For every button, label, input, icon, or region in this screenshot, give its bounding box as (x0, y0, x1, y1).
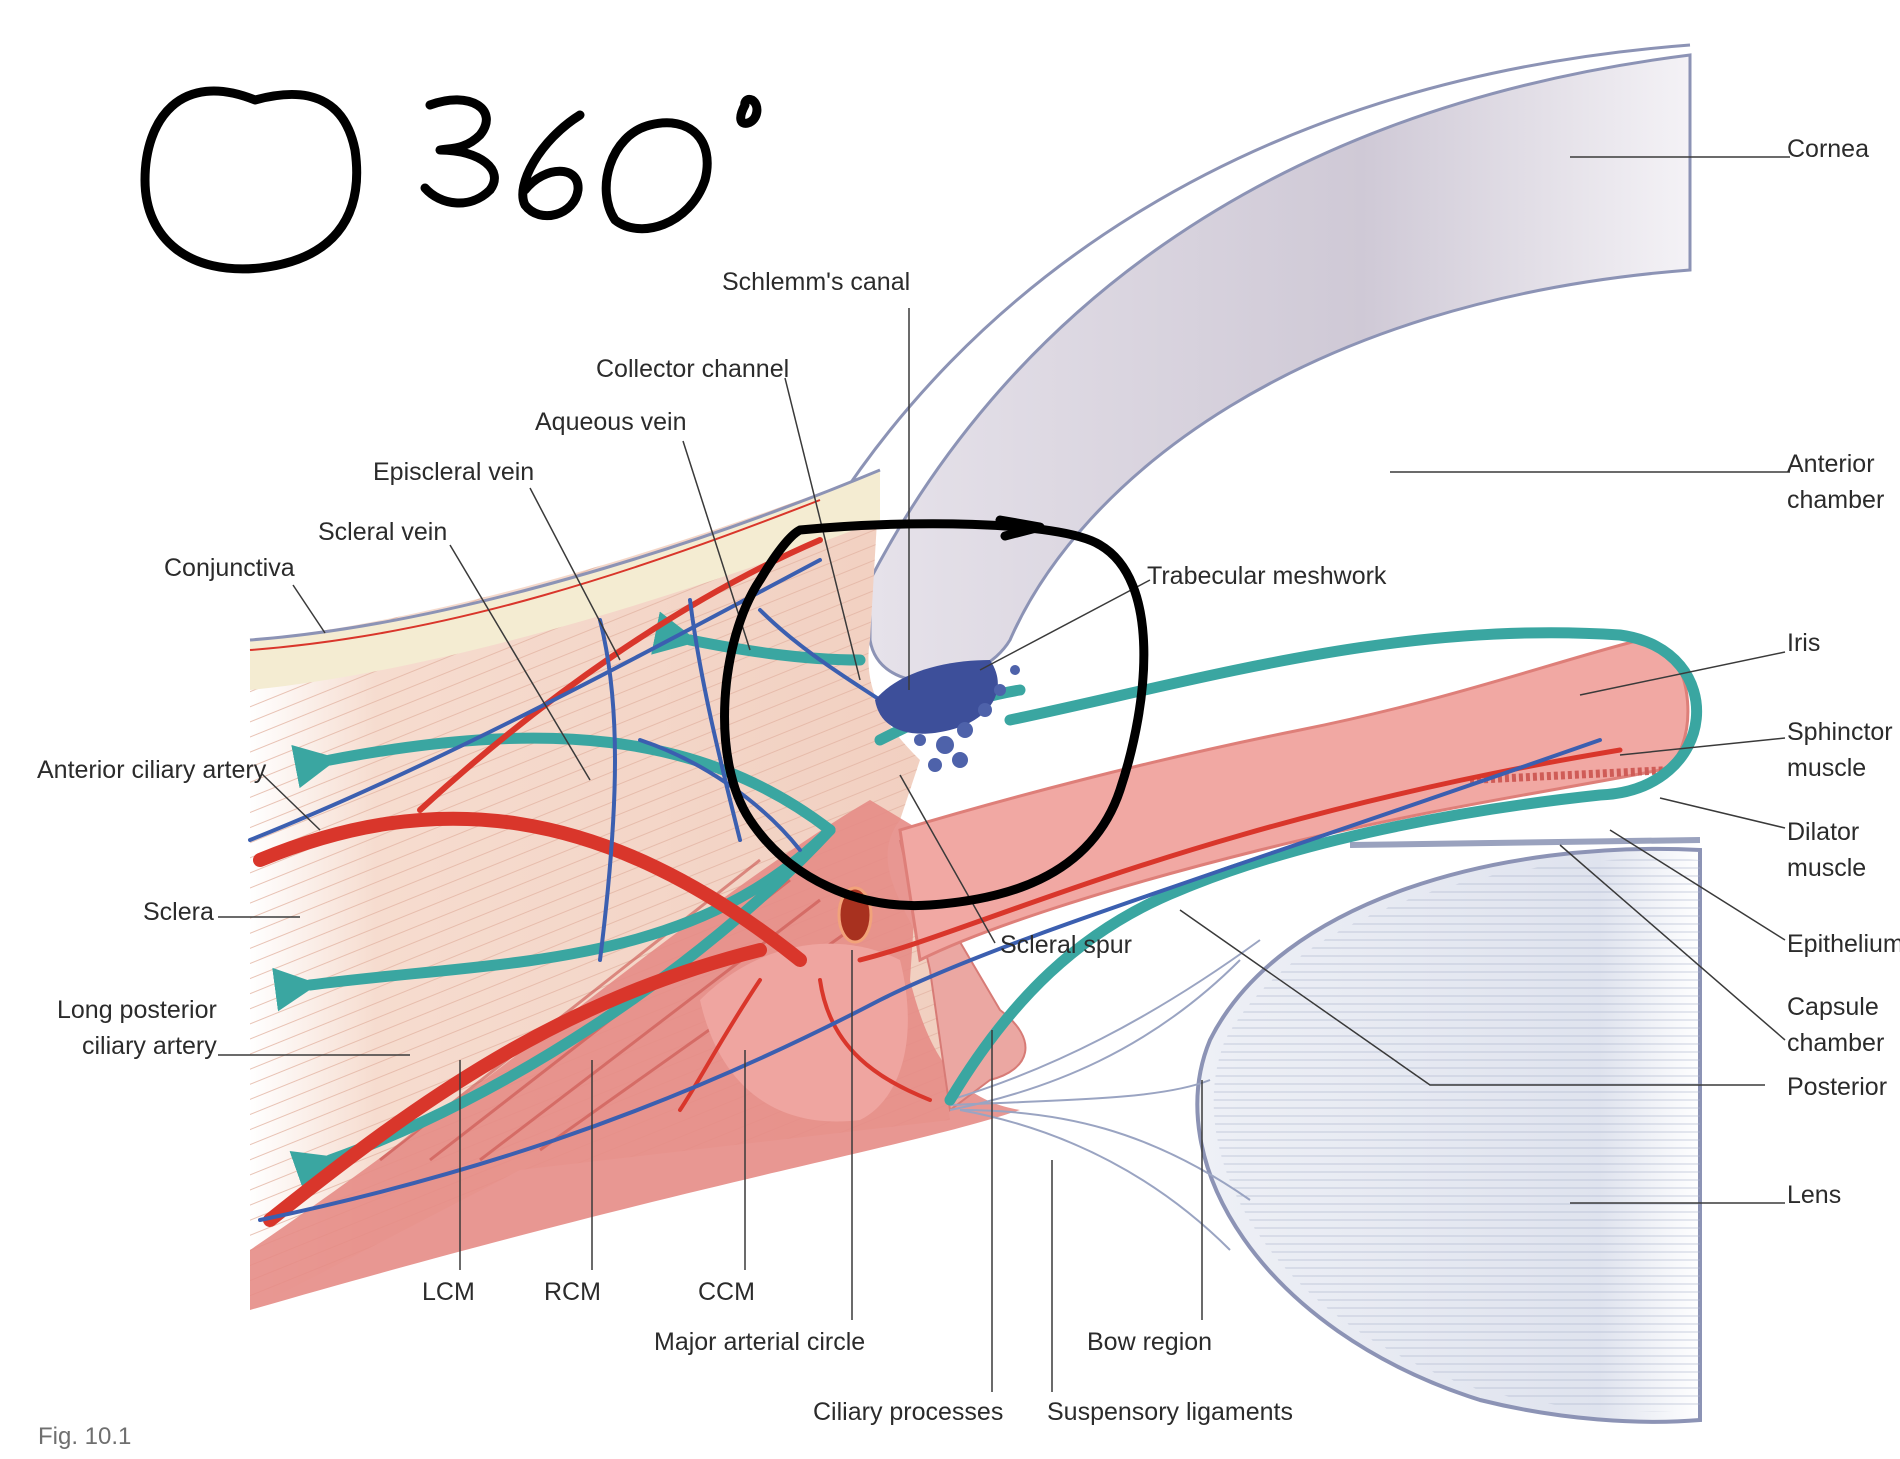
label-ciliary-processes: Ciliary processes (813, 1398, 1003, 1426)
label-cornea: Cornea (1787, 135, 1869, 163)
label-dilator-muscle-2: muscle (1787, 854, 1866, 882)
label-suspensory-ligaments: Suspensory ligaments (1047, 1398, 1293, 1426)
hand-drawn-degree-mark (736, 95, 762, 128)
label-long-posterior-ciliary-artery-1: Long posterior (57, 996, 217, 1024)
label-long-posterior-ciliary-artery-2: ciliary artery (82, 1032, 217, 1060)
label-collector-channel: Collector channel (596, 355, 789, 383)
label-schlemms-canal: Schlemm's canal (722, 268, 910, 296)
handwritten-annotations (140, 86, 1149, 911)
leader-lines (218, 156, 1790, 1392)
label-episcleral-vein: Episcleral vein (373, 458, 534, 486)
label-iris: Iris (1787, 629, 1820, 657)
label-major-arterial-circle: Major arterial circle (654, 1328, 865, 1356)
arteries (253, 537, 1623, 1227)
label-sphinctor-muscle-2: muscle (1787, 754, 1866, 782)
label-ccm: CCM (698, 1278, 755, 1306)
lens-shape (1195, 837, 1702, 1424)
veins (248, 558, 1602, 1222)
hand-drawn-360-zero (601, 118, 712, 234)
label-scleral-vein: Scleral vein (318, 518, 447, 546)
hand-drawn-arrow-tip (995, 515, 1045, 541)
label-trabecular-meshwork: Trabecular meshwork (1147, 562, 1387, 590)
label-posterior: Posterior (1787, 1073, 1887, 1101)
label-dilator-muscle-1: Dilator (1787, 818, 1859, 846)
label-sclera: Sclera (143, 898, 214, 926)
label-lcm: LCM (422, 1278, 475, 1306)
label-capsule-chamber-1: Capsule (1787, 993, 1879, 1021)
label-lens: Lens (1787, 1181, 1841, 1209)
hand-drawn-trabecular-circle (720, 519, 1149, 911)
label-sphinctor-muscle-1: Sphinctor (1787, 718, 1893, 746)
hand-drawn-360-three (420, 95, 499, 208)
label-rcm: RCM (544, 1278, 601, 1306)
label-epithelium: Epithelium (1787, 930, 1900, 958)
label-anterior-chamber-1: Anterior (1787, 450, 1875, 478)
label-scleral-spur: Scleral spur (1000, 931, 1132, 959)
label-anterior-chamber-2: chamber (1787, 486, 1884, 514)
label-anterior-ciliary-artery: Anterior ciliary artery (37, 756, 267, 784)
label-bow-region: Bow region (1087, 1328, 1212, 1356)
hand-drawn-circle (140, 86, 362, 274)
label-conjunctiva: Conjunctiva (164, 554, 295, 582)
labels: Cornea Anterior chamber Schlemm's canal … (37, 135, 1900, 1426)
schlemms-canal-shape (875, 660, 998, 734)
label-aqueous-vein: Aqueous vein (535, 408, 687, 436)
figure-caption: Fig. 10.1 (38, 1423, 132, 1450)
hand-drawn-360-six (518, 110, 585, 221)
conjunctiva-layer (249, 468, 881, 690)
trabecular-meshwork-shape (914, 665, 1020, 772)
label-capsule-chamber-2: chamber (1787, 1029, 1884, 1057)
aqueous-flow-paths (272, 611, 1703, 1193)
